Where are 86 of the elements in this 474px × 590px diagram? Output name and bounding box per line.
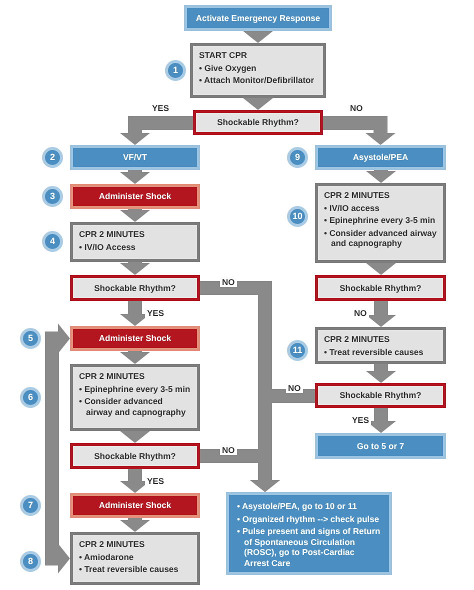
step-heading: CPR 2 MINUTES [79,229,146,240]
step-number-circle: 5 [20,328,41,349]
info-box [184,5,332,31]
box-label: Administer Shock [98,191,172,202]
bullet-text: • Pulse present and signs of Return of Spontaneous Circulation (ROSC), go to Post-Cardiac Arrest Care [237,526,381,568]
edge-label: YES [145,308,166,318]
info-box [315,433,446,459]
step-number-circle: 4 [42,231,63,252]
decision-box [315,275,446,301]
info-box [70,145,200,170]
box-label: Activate Emergency Response [196,12,320,24]
flow-arrow [366,170,396,183]
box-label: Administer Shock [98,333,172,344]
process-box [315,327,446,364]
process-box [190,43,326,98]
box-label: Shockable Rhythm? [217,117,299,128]
flow-arrow [120,431,150,443]
decision-box [70,275,200,301]
decision-box [70,443,200,469]
edge-label: NO [348,103,365,113]
edge-label: YES [145,476,166,486]
flow-arrow [250,389,315,492]
bullet-text: • Epinephrine every 3-5 min [79,384,191,394]
step-heading: CPR 2 MINUTES [324,190,391,200]
flow-arrow [243,31,273,43]
flow-arrow [120,209,150,222]
flow-arrow [120,116,193,145]
edge-label: YES [350,415,372,425]
flow-arrow [120,170,150,184]
info-box [226,492,392,575]
decision-box [193,110,323,135]
bullet-text: • Consider advanced airway and capnography [324,228,437,248]
box-label: Shockable Rhythm? [94,450,176,462]
bullet-text: • Asystole/PEA, go to 10 or 11 [237,501,357,512]
bullet-text: • IV/IO Access [79,242,137,252]
edge-label: NO [352,308,369,318]
box-label: Shockable Rhythm? [94,282,176,294]
flow-arrow [120,262,150,275]
bullet-text: • Epinephrine every 3-5 min [324,215,436,226]
step-number-circle: 10 [287,206,308,227]
flow-arrow [366,263,396,275]
action-box [70,326,200,351]
bullet-text: • IV/IO access [324,202,380,213]
bullet-text: • Attach Monitor/Defibrillator [199,75,316,86]
flow-arrow [323,116,396,145]
edge-label: NO [220,277,237,287]
step-number-circle: 6 [20,387,41,408]
box-label: Shockable Rhythm? [340,390,422,401]
process-box [70,364,200,431]
step-number-circle: 3 [42,186,63,207]
step-number-circle: 7 [20,495,41,516]
step-heading: CPR 2 MINUTES [79,539,146,550]
step-heading: START CPR [199,50,248,60]
bullet-text: • Amiodarone [79,552,135,562]
flow-arrow [366,364,396,383]
bullet-text: • Consider advanced airway and capnography [79,396,187,417]
step-heading: CPR 2 MINUTES [324,334,391,344]
edge-label: YES [150,103,172,113]
step-number-circle: 11 [287,340,308,361]
box-label: Go to 5 or 7 [356,440,404,452]
process-box [315,183,446,263]
step-heading: CPR 2 MINUTES [79,371,146,382]
bullet-text: • Treat reversible causes [324,346,424,357]
step-number-circle: 2 [42,147,63,168]
bullet-text: • Organized rhythm --> check pulse [237,514,380,524]
edge-label: NO [286,383,303,393]
process-box [70,532,200,585]
flow-arrow [120,351,150,364]
decision-box [315,383,446,408]
process-box [70,222,200,262]
box-label: Administer Shock [98,500,172,511]
edge-label: NO [220,445,237,455]
action-box [70,184,200,209]
box-label: Shockable Rhythm? [340,282,422,294]
action-box [70,493,200,518]
step-number-circle: 1 [165,60,186,81]
step-number-circle: 9 [287,147,308,168]
info-box [315,145,446,170]
box-label: Asystole/PEA [352,152,408,163]
flow-arrow [45,324,70,574]
flow-arrow [120,518,150,532]
bullet-text: • Treat reversible causes [79,564,180,574]
flow-arrow [243,98,273,110]
bullet-text: • Give Oxygen [199,62,258,73]
box-label: VF/VT [122,152,148,163]
step-number-circle: 8 [20,551,41,572]
